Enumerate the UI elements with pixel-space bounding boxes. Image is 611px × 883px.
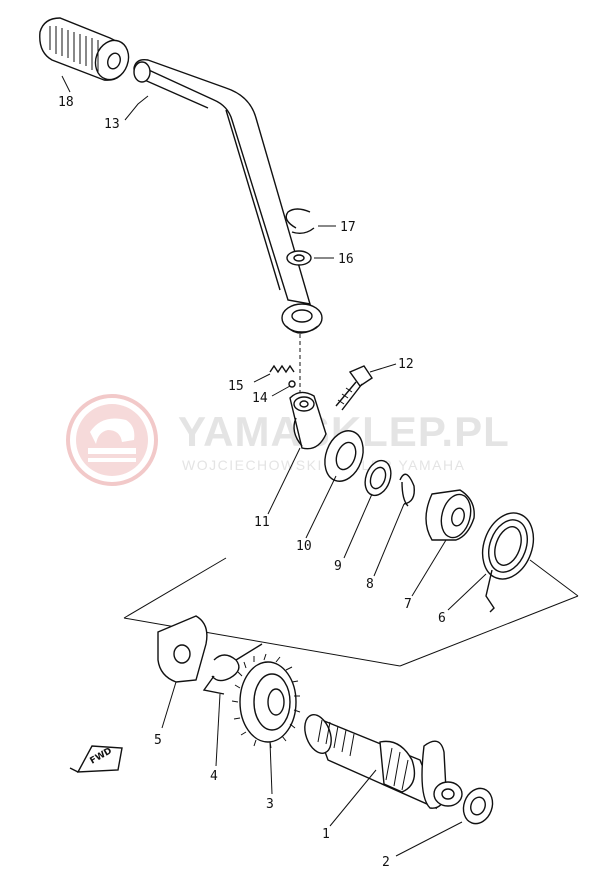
washer-2 [462,787,494,825]
callout-13: 13 [104,117,120,132]
kick-gear-3 [231,653,301,749]
callout-17: 17 [340,220,356,235]
callout-8: 8 [366,577,374,592]
callout-3: 3 [266,797,274,812]
ball-14 [288,380,296,388]
watermark-subtitle: WOJCIECHOWSKI DEALER YAMAHA [182,457,465,473]
kick-clip-4 [202,643,263,695]
watermark-logo [66,394,158,486]
kick-crank-arm [133,58,323,334]
callout-5: 5 [154,733,162,748]
callout-1: 1 [322,827,330,842]
callout-10: 10 [296,539,312,554]
kick-axle-1 [304,714,463,810]
kick-crank-assembly [39,17,535,613]
leader-lines [61,75,487,857]
spring-15 [269,364,295,374]
callout-18: 18 [58,95,74,110]
collar-7 [425,489,475,541]
circlip-17 [285,208,315,235]
fwd-arrow-icon: FWD [69,745,123,773]
kick-boss-11 [289,391,327,450]
callout-labels: 18 13 17 16 12 15 14 11 10 9 8 7 6 5 4 3… [58,95,446,870]
callout-4: 4 [210,769,218,784]
torsion-spring-6 [481,512,535,613]
circlip-8 [399,473,415,507]
callout-9: 9 [334,559,342,574]
ratchet-guide-plate-5 [157,615,208,683]
bolt-12 [335,365,373,411]
callout-7: 7 [404,597,412,612]
callout-11: 11 [254,515,270,530]
callout-16: 16 [338,252,354,267]
callout-2: 2 [382,855,390,870]
oil-seal-10 [324,430,364,482]
callout-6: 6 [438,611,446,626]
washer-9 [364,459,392,497]
kick-axle-assembly: FWD [69,557,579,825]
kick-grip [39,17,130,81]
washer-16 [286,250,312,266]
callout-14: 14 [252,391,268,406]
callout-15: 15 [228,379,244,394]
callout-12: 12 [398,357,414,372]
